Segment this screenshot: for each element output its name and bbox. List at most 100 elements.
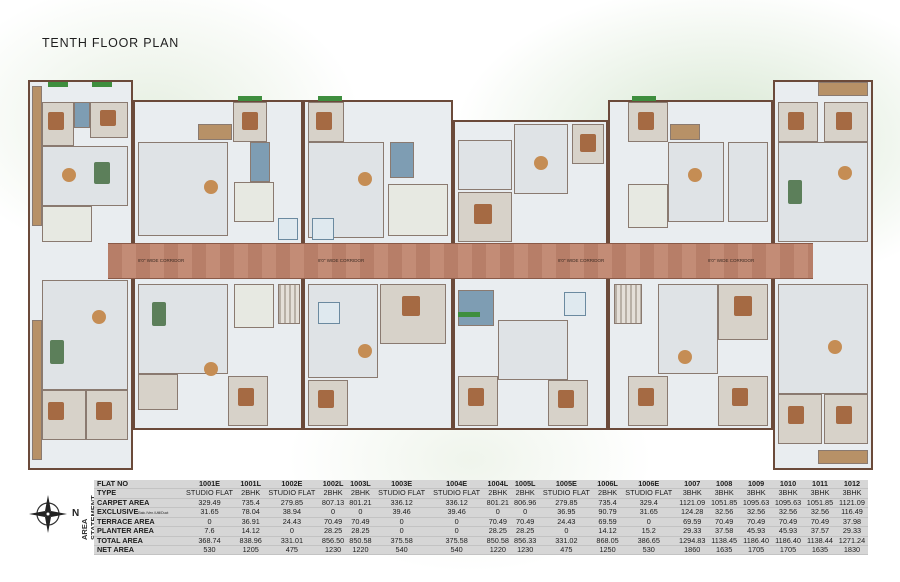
cell-carpet: 1051.85 [804, 498, 836, 508]
kitchen-room [628, 184, 668, 228]
dining-table-furniture [534, 156, 548, 170]
row-label: EXCLUSIVEBalc./Ven./Util/Duct [94, 507, 182, 519]
bed-furniture [468, 388, 484, 406]
corridor-label: 8'0" WIDE CORRIDOR [558, 258, 605, 263]
cell-net: 1705 [772, 545, 804, 556]
planter [48, 82, 68, 87]
cell-planter: 29.33 [835, 527, 868, 537]
lift-shaft [312, 218, 334, 240]
cell-net: 1230 [511, 545, 539, 556]
cell-total: 856.33 [511, 536, 539, 547]
cell-no: 1001L [237, 479, 265, 490]
kitchen-room [42, 206, 92, 242]
staircase [614, 284, 642, 324]
bed-furniture [402, 296, 420, 316]
dining-table-furniture [678, 350, 692, 364]
cell-type: STUDIO FLAT [538, 489, 594, 499]
dining-table-furniture [688, 168, 702, 182]
bed-furniture [558, 390, 574, 408]
cell-net: 1635 [804, 545, 836, 556]
cell-total: 1294.83 [676, 536, 709, 547]
cell-planter: 28.25 [484, 527, 512, 537]
dining-table-furniture [358, 344, 372, 358]
planter [238, 96, 262, 101]
cell-terrace: 70.49 [740, 517, 773, 528]
bed-furniture [580, 134, 596, 152]
terrace-room [818, 82, 868, 96]
cell-type: 2BHK [319, 489, 347, 499]
cell-net: 540 [374, 545, 430, 556]
terrace-room [32, 86, 42, 226]
cell-type: STUDIO FLAT [182, 489, 238, 499]
cell-exclusive: 32.56 [804, 507, 836, 519]
sofa-furniture [94, 162, 110, 184]
bed-furniture [788, 112, 804, 130]
cell-type: 2BHK [593, 489, 622, 499]
planter [318, 96, 342, 101]
cell-planter: 0 [264, 527, 320, 537]
cell-total: 331.01 [264, 536, 320, 547]
bed-furniture [474, 204, 492, 224]
planter [458, 312, 480, 317]
bed-furniture [316, 112, 332, 130]
cell-terrace: 24.43 [538, 517, 594, 528]
cell-no: 1005E [538, 479, 594, 490]
dining-room [668, 142, 724, 222]
cell-no: 1009 [740, 479, 773, 490]
cell-exclusive: 31.65 [621, 507, 677, 519]
cell-planter: 28.25 [319, 527, 347, 537]
cell-exclusive: 116.49 [835, 507, 868, 519]
cell-type: 3BHK [835, 489, 868, 499]
terrace-room [818, 450, 868, 464]
cell-exclusive: 78.04 [237, 507, 265, 519]
cell-carpet: 807.13 [319, 498, 347, 508]
cell-net: 475 [538, 545, 594, 556]
bed-furniture [48, 112, 64, 130]
corridor-label: 8'0" WIDE CORRIDOR [318, 258, 365, 263]
drawing-room [498, 320, 568, 380]
dining-table-furniture [92, 310, 106, 324]
cell-exclusive: 0 [346, 507, 375, 519]
cell-type: 2BHK [484, 489, 512, 499]
cell-type: 3BHK [772, 489, 804, 499]
cell-no: 1010 [772, 479, 804, 490]
cell-net: 540 [429, 545, 485, 556]
bed-furniture [836, 112, 852, 130]
cell-carpet: 801.21 [346, 498, 375, 508]
bed-furniture [318, 390, 334, 408]
dining-table-furniture [828, 340, 842, 354]
bed-furniture [242, 112, 258, 130]
cell-total: 850.58 [484, 536, 512, 547]
cell-exclusive: 36.95 [538, 507, 594, 519]
cell-no: 1003L [346, 479, 375, 490]
cell-planter: 14.12 [593, 527, 622, 537]
cell-exclusive: 124.28 [676, 507, 709, 519]
cell-terrace: 70.49 [804, 517, 836, 528]
cell-carpet: 279.85 [538, 498, 594, 508]
cell-exclusive: 38.94 [264, 507, 320, 519]
side-label-line-1: AREA [80, 518, 89, 540]
cell-terrace: 70.49 [772, 517, 804, 528]
drawing-room [778, 284, 868, 394]
bedroom-room [824, 394, 868, 444]
cell-no: 1006E [621, 479, 677, 490]
row-label-sub: Balc./Ven./Util/Duct [138, 510, 169, 515]
cell-planter: 29.33 [676, 527, 709, 537]
cell-carpet: 329.4 [621, 498, 677, 508]
row-label: TOTAL AREA [94, 536, 182, 547]
cell-carpet: 329.49 [182, 498, 238, 508]
cell-total: 1138.45 [708, 536, 741, 547]
cell-planter: 28.25 [346, 527, 375, 537]
lift-shaft [318, 302, 340, 324]
cell-planter: 7.6 [182, 527, 238, 537]
cell-terrace: 0 [374, 517, 430, 528]
cell-no: 1004L [484, 479, 512, 490]
sofa-furniture [152, 302, 166, 326]
cell-terrace: 69.59 [676, 517, 709, 528]
cell-type: STUDIO FLAT [429, 489, 485, 499]
cell-total: 375.58 [374, 536, 430, 547]
row-label: TYPE [94, 489, 182, 499]
